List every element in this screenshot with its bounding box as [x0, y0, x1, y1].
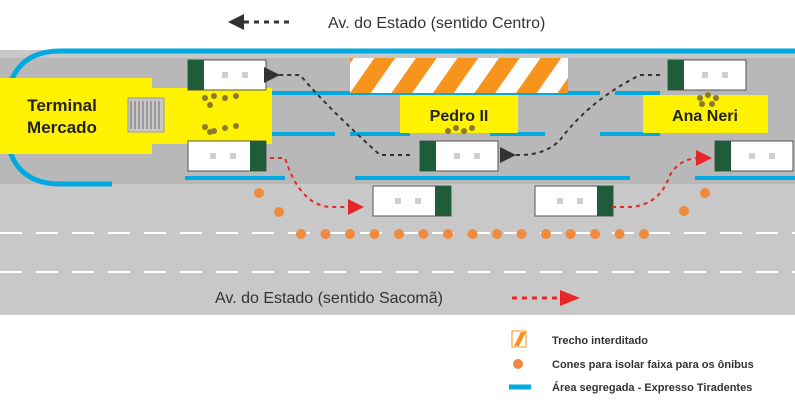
cone: [320, 229, 331, 239]
cone: [443, 229, 453, 239]
bus: [372, 185, 452, 217]
blocked-stripes-icon: [511, 330, 527, 348]
legend-label-segregated: Área segregada - Expresso Tiradentes: [552, 381, 752, 394]
cone: [254, 188, 264, 198]
passenger-dots: [445, 125, 475, 134]
pedro-label: Pedro II: [430, 108, 489, 125]
bus-route-centro: [264, 67, 660, 163]
bus: [419, 140, 499, 172]
bottom-direction-arrow: [512, 290, 580, 306]
buses: [187, 59, 794, 217]
bus: [187, 140, 267, 172]
terminal-label-line1: Terminal: [27, 96, 97, 115]
legend-label-blocked: Trecho interditado: [552, 335, 648, 347]
cone-dot-icon: [513, 359, 523, 369]
cone: [345, 229, 355, 239]
cone: [274, 207, 284, 217]
cone: [467, 229, 478, 239]
top-road-label: Av. do Estado (sentido Centro): [328, 15, 545, 32]
terminal-turnstile: [127, 97, 165, 133]
legend: Trecho interditado Cones para isolar fai…: [509, 330, 754, 394]
bus: [534, 185, 614, 217]
cone: [394, 229, 404, 239]
station-ana-neri: Ana Neri: [643, 92, 768, 133]
cone: [369, 229, 380, 239]
cone: [614, 229, 625, 239]
cone: [679, 206, 689, 216]
terminal-label-line2: Mercado: [27, 118, 97, 137]
passenger-dots: [697, 92, 719, 107]
cone: [418, 229, 429, 239]
bottom-road-label: Av. do Estado (sentido Sacomã): [215, 290, 443, 307]
cone: [700, 188, 710, 198]
cone: [492, 229, 502, 239]
passenger-dots: [202, 93, 239, 135]
bus: [187, 59, 267, 91]
cone: [590, 229, 600, 239]
cones: [254, 188, 710, 239]
legend-label-cones: Cones para isolar faixa para os ônibus: [552, 359, 754, 371]
bus: [667, 59, 747, 91]
bus: [714, 140, 794, 172]
ana-label: Ana Neri: [672, 108, 738, 125]
cone: [541, 229, 551, 239]
cone: [516, 229, 527, 239]
blocked-stretch: [350, 58, 568, 93]
station-terminal-mercado: Terminal Mercado: [0, 78, 272, 154]
cone: [565, 229, 576, 239]
station-pedro-ii: Pedro II: [400, 95, 518, 134]
bus-route-sacoma: [270, 150, 712, 215]
cone: [639, 229, 649, 239]
top-direction-arrow: [228, 14, 292, 30]
cone: [296, 229, 306, 239]
